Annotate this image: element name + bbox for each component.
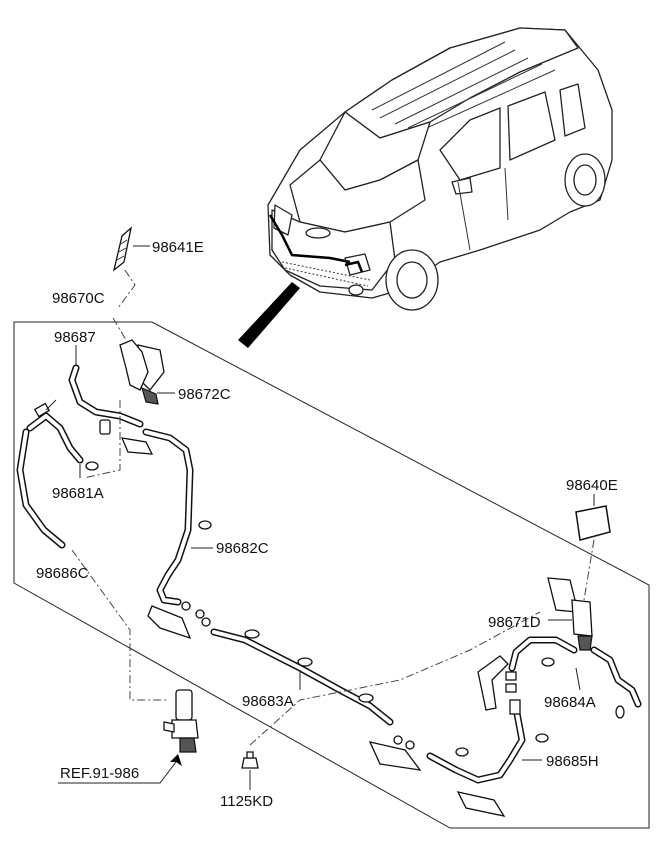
nozzle-rh bbox=[547, 577, 593, 651]
label-98681A: 98681A bbox=[52, 485, 104, 502]
label-98671D: 98671D bbox=[488, 614, 541, 631]
pointer-arrow bbox=[238, 282, 300, 348]
bolt-icon bbox=[241, 751, 259, 769]
label-98686C: 98686C bbox=[36, 565, 89, 582]
car-front-icon bbox=[267, 27, 613, 311]
label-98687: 98687 bbox=[54, 329, 96, 346]
label-98640E: 98640E bbox=[566, 477, 618, 494]
label-98684A: 98684A bbox=[544, 694, 596, 711]
washer-pump-icon bbox=[163, 689, 199, 753]
label-98641E: 98641E bbox=[152, 239, 204, 256]
washer-nozzle-cap-rh bbox=[575, 505, 611, 541]
label-98685H: 98685H bbox=[546, 753, 599, 770]
nozzle-lh bbox=[119, 339, 165, 405]
label-98683A: 98683A bbox=[242, 693, 294, 710]
label-98682C: 98682C bbox=[216, 540, 269, 557]
label-1125KD: 1125KD bbox=[220, 793, 273, 810]
washer-nozzle-cap-lh bbox=[112, 226, 133, 272]
label-ref-91-986: REF.91-986 bbox=[60, 765, 139, 782]
label-98672C: 98672C bbox=[178, 386, 231, 403]
assembly-outline bbox=[13, 321, 650, 829]
label-98670C: 98670C bbox=[52, 290, 105, 307]
